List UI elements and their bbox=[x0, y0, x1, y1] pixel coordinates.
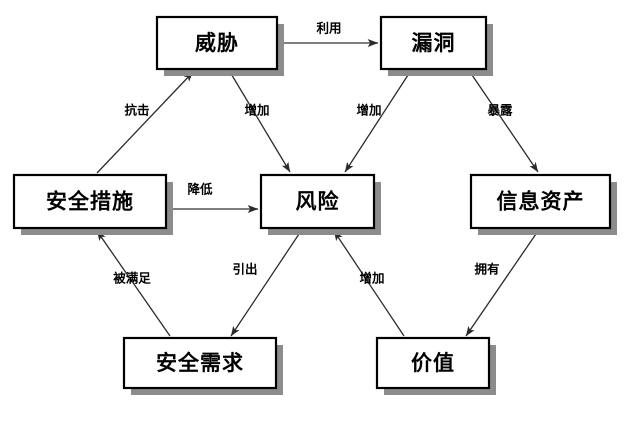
node-asset[interactable]: 信息资产 bbox=[469, 173, 617, 235]
edge-threat-to-risk bbox=[229, 71, 291, 173]
edge-label-risk-to-requirement: 引出 bbox=[232, 262, 257, 277]
edge-labels-layer: 利用抗击增加增加暴露降低被满足引出增加拥有 bbox=[113, 21, 513, 286]
edge-label-value-to-risk: 增加 bbox=[359, 271, 384, 286]
node-vulnerability[interactable]: 漏洞 bbox=[379, 15, 493, 76]
edge-risk-to-requirement bbox=[230, 230, 302, 337]
edge-label-requirement-to-safeguard: 被满足 bbox=[113, 271, 151, 286]
node-box-value bbox=[375, 336, 491, 390]
node-value[interactable]: 价值 bbox=[375, 336, 496, 395]
edge-requirement-to-safeguard bbox=[96, 230, 171, 337]
edge-label-vulnerability-to-asset: 暴露 bbox=[486, 103, 513, 118]
node-risk[interactable]: 风险 bbox=[259, 173, 381, 235]
node-label-risk: 风险 bbox=[296, 190, 340, 214]
node-box-requirement bbox=[122, 336, 278, 390]
edge-vulnerability-to-asset bbox=[469, 71, 539, 173]
edge-label-safeguard-to-risk: 降低 bbox=[187, 182, 213, 197]
node-label-value: 价值 bbox=[411, 351, 455, 375]
node-box-threat bbox=[155, 15, 279, 71]
node-label-asset: 信息资产 bbox=[497, 190, 585, 214]
edge-safeguard-to-threat bbox=[96, 71, 194, 174]
edge-label-threat-to-risk: 增加 bbox=[244, 103, 269, 118]
node-label-safeguard: 安全措施 bbox=[46, 190, 134, 214]
edge-label-vulnerability-to-risk: 增加 bbox=[356, 103, 381, 118]
edge-vulnerability-to-risk bbox=[344, 71, 411, 173]
node-requirement[interactable]: 安全需求 bbox=[122, 336, 283, 395]
node-threat[interactable]: 威胁 bbox=[155, 15, 284, 76]
node-label-threat: 威胁 bbox=[195, 31, 239, 55]
edges-layer bbox=[96, 38, 539, 337]
edge-asset-to-value bbox=[465, 230, 539, 337]
node-box-safeguard bbox=[12, 173, 168, 230]
edge-label-asset-to-value: 拥有 bbox=[474, 262, 499, 277]
node-label-requirement: 安全需求 bbox=[156, 351, 244, 375]
node-box-asset bbox=[469, 173, 612, 230]
edge-value-to-risk bbox=[333, 230, 405, 337]
node-safeguard[interactable]: 安全措施 bbox=[12, 173, 173, 235]
edge-label-safeguard-to-threat: 抗击 bbox=[124, 103, 149, 118]
edge-label-threat-to-vulnerability: 利用 bbox=[316, 21, 341, 36]
node-label-vulnerability: 漏洞 bbox=[412, 31, 456, 55]
node-box-risk bbox=[259, 173, 376, 230]
node-box-vulnerability bbox=[379, 15, 488, 71]
